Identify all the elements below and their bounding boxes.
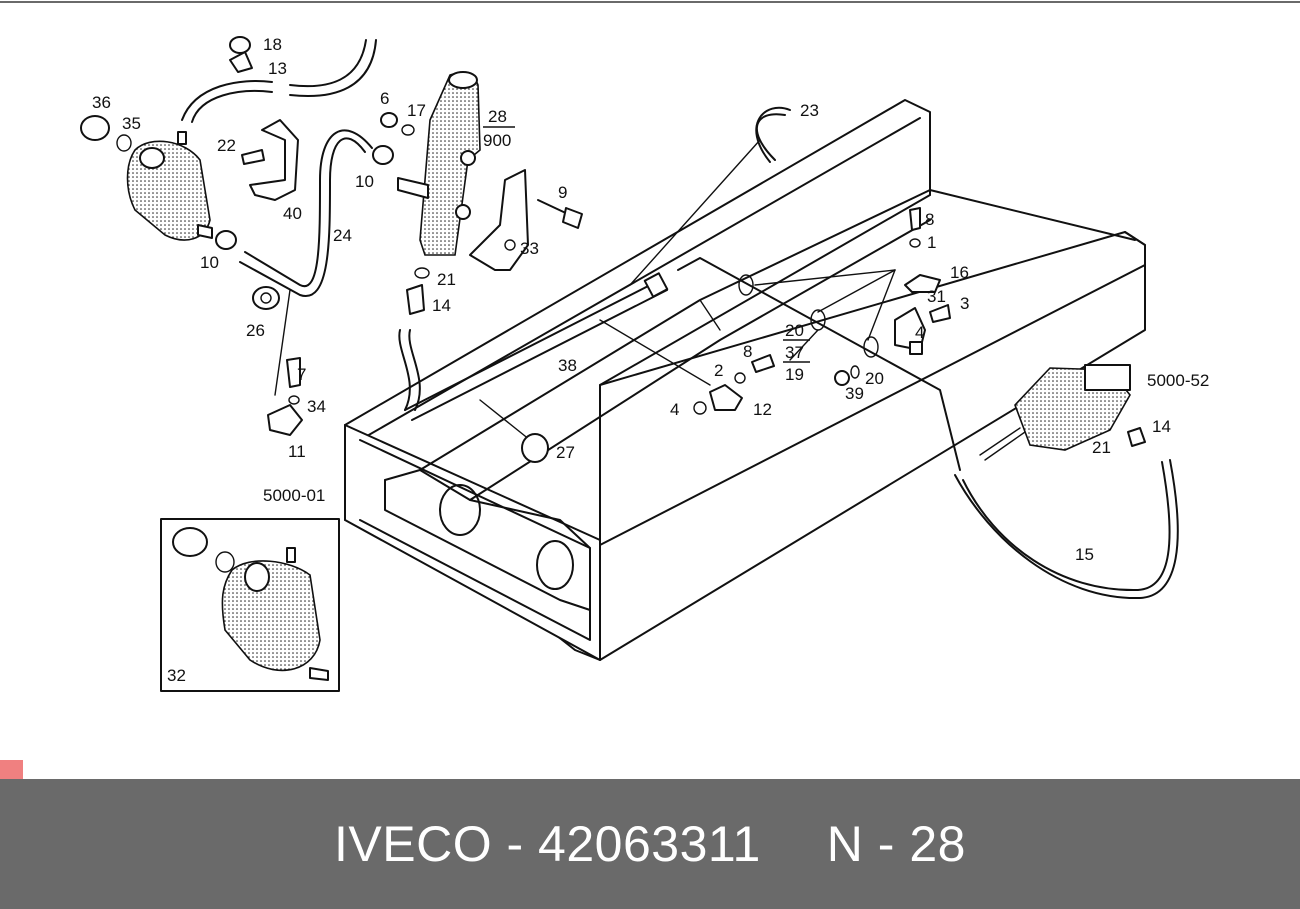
part-number-text: IVECO - 42063311 [334,816,761,872]
label-17: 17 [407,101,426,120]
exploded-view-drawing: 18 13 36 35 6 17 28 900 23 22 10 9 40 8 … [0,1,1300,692]
label-13: 13 [268,59,287,78]
label-16: 16 [950,263,969,282]
footer-bar: IVECO - 42063311 N - 28 [0,779,1300,909]
inset-box [160,518,340,692]
label-7: 7 [297,365,306,384]
fluid-reservoir [80,115,213,241]
label-8-mid: 8 [743,342,752,361]
label-32: 32 [167,666,186,685]
part-labels: 18 13 36 35 6 17 28 900 23 22 10 9 40 8 … [92,35,1209,685]
label-9: 9 [558,183,567,202]
small-parts-left [215,36,430,436]
label-38: 38 [558,356,577,375]
label-6: 6 [380,89,389,108]
bracket-33 [469,169,529,271]
label-900: 900 [483,131,511,150]
label-21-top: 21 [437,270,456,289]
label-2: 2 [714,361,723,380]
footer-caption: IVECO - 42063311 N - 28 [334,815,966,873]
leader-lines [274,139,896,441]
slave-cylinder [979,364,1146,461]
label-33: 33 [520,239,539,258]
label-35: 35 [122,114,141,133]
label-23: 23 [800,101,819,120]
label-14-right: 14 [1152,417,1171,436]
label-21-right: 21 [1092,438,1111,457]
label-20-right: 20 [865,369,884,388]
label-34: 34 [307,397,326,416]
parts-diagram: 18 13 36 35 6 17 28 900 23 22 10 9 40 8 … [0,1,1300,692]
label-27: 27 [556,443,575,462]
label-26: 26 [246,321,265,340]
master-cylinder [397,71,481,256]
label-19: 19 [785,365,804,384]
bracket-40 [249,119,299,201]
label-4-right: 4 [915,323,924,342]
label-39: 39 [845,384,864,403]
label-11: 11 [288,442,306,461]
label-10-top: 10 [355,172,374,191]
label-5000-01: 5000-01 [263,486,325,505]
clip-23 [755,106,791,163]
chassis-frame [344,99,1146,661]
label-14-top: 14 [432,296,451,315]
corner-mark [0,760,23,779]
label-5000-52: 5000-52 [1147,371,1209,390]
small-parts-right [521,207,951,463]
pipes [181,39,1179,600]
label-40: 40 [283,204,302,223]
label-37: 37 [785,343,804,362]
label-12: 12 [753,400,772,419]
diagram-ref-text: N - 28 [826,816,966,872]
label-20-top: 20 [785,321,804,340]
label-15: 15 [1075,545,1094,564]
label-8-top: 8 [925,210,934,229]
label-1: 1 [927,233,936,252]
label-3: 3 [960,294,969,313]
label-31: 31 [927,287,946,306]
label-28: 28 [488,107,507,126]
label-36: 36 [92,93,111,112]
bolt-9 [537,199,583,229]
label-22: 22 [217,136,236,155]
label-24: 24 [333,226,352,245]
label-10-left: 10 [200,253,219,272]
label-18: 18 [263,35,282,54]
label-4-mid: 4 [670,400,679,419]
